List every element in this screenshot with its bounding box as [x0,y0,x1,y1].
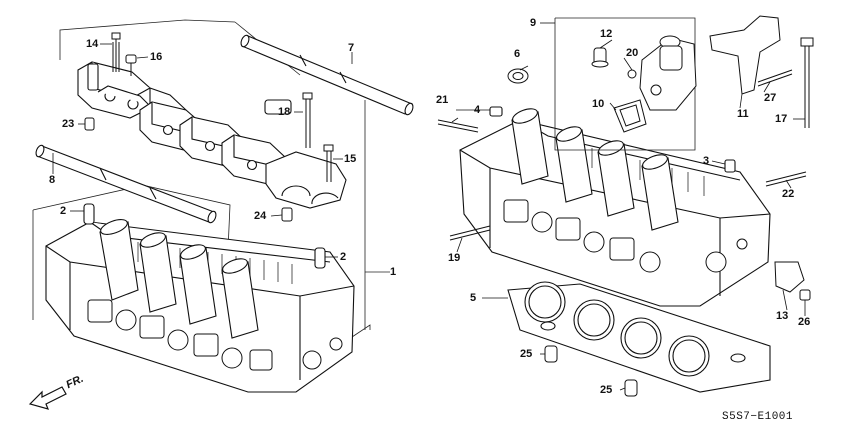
callout-26: 26 [798,316,811,328]
callout-2a: 2 [60,205,67,217]
callout-12: 12 [600,28,613,40]
callout-7: 7 [348,42,355,54]
cylinder-head-left [45,203,355,393]
callout-24: 24 [254,210,267,222]
callout-4: 4 [474,104,481,116]
front-direction-arrow [28,386,67,410]
callout-22: 22 [782,188,795,200]
leader-lines [52,22,806,391]
camshaft-holder-assembly [77,61,347,209]
studs-and-sensor [437,119,811,301]
small-fasteners-left [84,32,334,222]
callout-25b: 25 [600,384,613,396]
callout-16: 16 [150,51,163,63]
callout-18: 18 [278,106,291,118]
spool-valve-parts [507,15,814,133]
callout-11: 11 [737,108,749,120]
callout-20: 20 [626,47,639,59]
callout-9: 9 [530,17,537,29]
callout-6: 6 [514,48,521,60]
head-gasket [507,281,771,393]
callout-5: 5 [470,292,477,304]
callout-2b: 2 [340,251,347,263]
callout-3: 3 [703,155,710,167]
callout-23: 23 [62,118,75,130]
cylinder-head-right [459,106,771,307]
callout-27: 27 [764,92,777,104]
callout-14: 14 [86,38,99,50]
spool-valve-group [554,17,696,151]
callout-25a: 25 [520,348,533,360]
callout-17: 17 [775,113,788,125]
dowel-pins [544,345,638,397]
callout-13: 13 [776,310,789,322]
rocker-shaft-upper [240,34,414,116]
callout-19: 19 [448,252,461,264]
assembly-bracket-left [32,19,390,346]
callout-1: 1 [390,266,397,278]
rocker-shaft-lower [35,144,217,224]
callout-15: 15 [344,153,357,165]
callout-21: 21 [436,94,449,106]
callout-10: 10 [592,98,605,110]
catalog-code: S5S7−E1001 [722,411,794,423]
callout-8: 8 [49,174,56,186]
